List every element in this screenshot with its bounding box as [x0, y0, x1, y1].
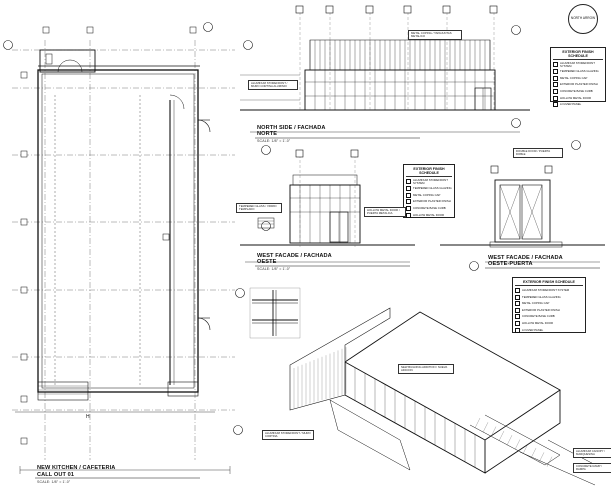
legend-row: METAL COPING CAP — [522, 301, 550, 306]
grid-bubble — [3, 40, 13, 50]
ramp-line — [498, 430, 505, 441]
north-elevation-scale: SCALE: 1/8" = 1'-0" — [257, 139, 291, 143]
legend-title: EXTERIOR FINISH SCHEDULE — [553, 50, 603, 60]
legend-row: HOLLOW METAL DOOR — [522, 321, 554, 326]
north-elevation-subtitle: NORTE — [257, 131, 278, 137]
west-elevation-subtitle: OESTE — [257, 259, 277, 265]
west-door-elevation-title: WEST FACADE / FACHADA — [488, 255, 563, 261]
north-arrow-text: NORTH ARROW — [570, 16, 596, 21]
legend-row: METAL COPING CAP — [560, 75, 588, 80]
legend-row: HOLLOW METAL DOOR — [413, 212, 445, 217]
legend-title: EXTERIOR FINISH SCHEDULE — [515, 280, 583, 286]
svg-text:H: H — [86, 414, 90, 420]
legend-row: LOUVER PANEL — [522, 327, 544, 332]
legend-row: EXTERIOR PLASTER FINISH — [560, 82, 598, 87]
legend-row: TEMPERED GLASS GLAZING — [413, 186, 452, 191]
callout-west-glass: TEMPERED GLASS / VIDRIO TEMPLADO — [236, 203, 282, 214]
callout-iso-addition: NEW BUILDING ADDITION / NUEVA ADICION — [398, 364, 454, 375]
ramp-line — [506, 435, 513, 446]
callout-iso-canopy: ALUMINUM CANOPY / MARQUESINA — [573, 448, 611, 459]
legend-row: TEMPERED GLASS GLAZING — [560, 69, 599, 74]
grid-bubble — [203, 22, 213, 32]
ramp-line — [538, 452, 545, 463]
legend-row: CONCRETE BASE CURB — [413, 206, 446, 211]
legend-title: EXTERIOR FINISH SCHEDULE — [406, 167, 452, 177]
legend-row: METAL COPING CAP — [413, 192, 441, 197]
grid-bubble — [235, 288, 245, 298]
callout-iso-storefront: ALUMINUM STOREFRONT / MURO CORTINA — [262, 430, 314, 441]
plan-title: NEW KITCHEN / CAFETERIA — [37, 465, 116, 471]
finish-legend-west: EXTERIOR FINISH SCHEDULE ALUMINUM STOREF… — [403, 164, 455, 218]
legend-row: CONCRETE BASE CURB — [560, 89, 593, 94]
legend-row: LOUVER PANEL — [560, 102, 582, 107]
ramp-line — [482, 422, 489, 433]
legend-row: ALUMINUM STOREFRONT SYSTEM — [522, 288, 570, 293]
north-arrow-symbol: NORTH ARROW — [568, 4, 598, 34]
west-door-elevation-subtitle: OESTE-PUERTA — [488, 261, 533, 267]
callout-north-coping: METAL COPING / TAPAJUNTAS METALICO — [408, 30, 462, 41]
north-elevation-title: NORTH SIDE / FACHADA — [257, 125, 326, 131]
west-elevation — [240, 145, 415, 263]
legend-row: EXTERIOR PLASTER FINISH — [413, 199, 451, 204]
ramp-line — [514, 439, 521, 450]
callout-iso-ramp: CONCRETE RAMP / RAMPA — [573, 463, 611, 474]
legend-row: EXTERIOR PLASTER FINISH — [522, 307, 560, 312]
west-elevation-title: WEST FACADE / FACHADA — [257, 253, 332, 259]
isometric-view — [289, 307, 606, 486]
floor-plan: H — [3, 22, 253, 474]
finish-legend-north: EXTERIOR FINISH SCHEDULE ALUMINUM STOREF… — [550, 47, 606, 108]
ramp-line — [546, 456, 553, 467]
ramp-line — [522, 443, 529, 454]
west-elevation-scale: SCALE: 1/8" = 1'-0" — [257, 267, 291, 271]
legend-row: TEMPERED GLASS GLAZING — [522, 294, 561, 299]
ramp-line — [530, 448, 537, 459]
ramp-line — [490, 426, 497, 437]
callout-west-door: HOLLOW METAL DOOR / PUERTA METALICA — [364, 207, 406, 218]
ramp-line — [474, 417, 481, 429]
grid-bubble — [243, 40, 253, 50]
north-elevation — [240, 5, 530, 133]
plan-subtitle: CALL OUT 01 — [37, 472, 75, 478]
finish-legend-iso: EXTERIOR FINISH SCHEDULE ALUMINUM STOREF… — [512, 277, 586, 333]
legend-row: ALUMINUM STOREFRONT SYSTEM — [413, 178, 448, 185]
callout-north-storefront: ALUMINUM STOREFRONT / MURO CORTINA ALUMI… — [248, 80, 298, 91]
legend-row: HOLLOW METAL DOOR — [560, 95, 592, 100]
grid-bubble — [233, 425, 243, 435]
legend-row: CONCRETE BASE CURB — [522, 314, 555, 319]
plan-scale: SCALE: 1/8" = 1'-0" — [37, 480, 71, 484]
legend-row: ALUMINUM STOREFRONT SYSTEM — [560, 61, 595, 68]
west-door-elevation — [440, 140, 605, 271]
callout-door-double: DOUBLE DOOR / PUERTA DOBLE — [513, 148, 563, 159]
detail-callout — [249, 287, 301, 339]
